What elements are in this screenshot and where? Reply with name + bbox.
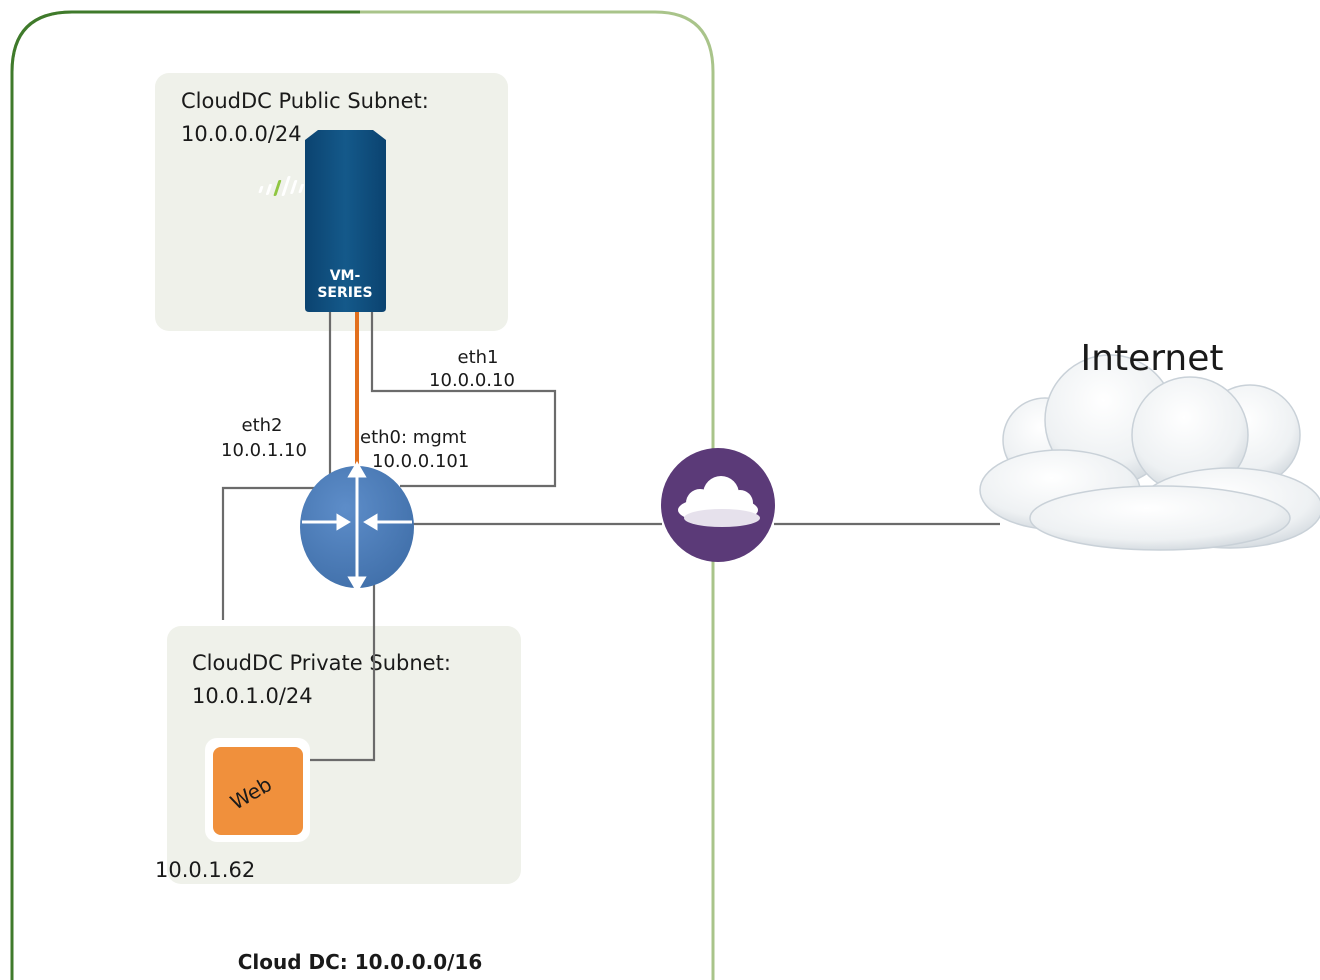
public-subnet-title: CloudDC Public Subnet:: [181, 89, 429, 113]
firewall-label-line1: VM-: [330, 268, 361, 284]
eth1-name: eth1: [458, 347, 499, 368]
firewall-label-line2: SERIES: [317, 285, 372, 301]
internet-cloud-icon: [979, 354, 1320, 551]
internet-label: Internet: [1081, 338, 1224, 379]
interface-labels: eth1 10.0.0.10 eth2 10.0.1.10 eth0: mgmt…: [221, 347, 515, 472]
web-server-ip: 10.0.1.62: [155, 858, 255, 882]
eth1-ip: 10.0.0.10: [429, 370, 515, 391]
internet-gateway: [661, 448, 775, 562]
public-subnet-cidr: 10.0.0.0/24: [181, 122, 302, 146]
firewall-body: [305, 130, 386, 312]
router: [300, 461, 414, 593]
private-subnet-title: CloudDC Private Subnet:: [192, 651, 451, 675]
web-server: Web 10.0.1.62: [155, 738, 310, 882]
internet: Internet: [979, 338, 1320, 551]
private-subnet-cidr: 10.0.1.0/24: [192, 684, 313, 708]
eth0-name: eth0: mgmt: [360, 427, 466, 448]
web-server-icon: [213, 747, 303, 835]
eth2-name: eth2: [242, 415, 283, 436]
router-web-link: [300, 555, 376, 762]
cloud-dc-label: Cloud DC: 10.0.0.0/16: [238, 950, 483, 974]
eth2-ip: 10.0.1.10: [221, 440, 307, 461]
eth2-link: [221, 312, 332, 620]
paloalto-logo-icon: [258, 176, 304, 196]
eth0-ip: 10.0.0.101: [372, 451, 469, 472]
connections: [221, 312, 1000, 762]
eth1-link: [370, 312, 557, 488]
cloud-dc-border-accent: [10, 10, 360, 980]
vm-series-firewall: VM- SERIES: [258, 130, 386, 312]
internet-gateway-cloud-icon: [678, 476, 760, 527]
router-arrows-icon: [302, 461, 412, 593]
